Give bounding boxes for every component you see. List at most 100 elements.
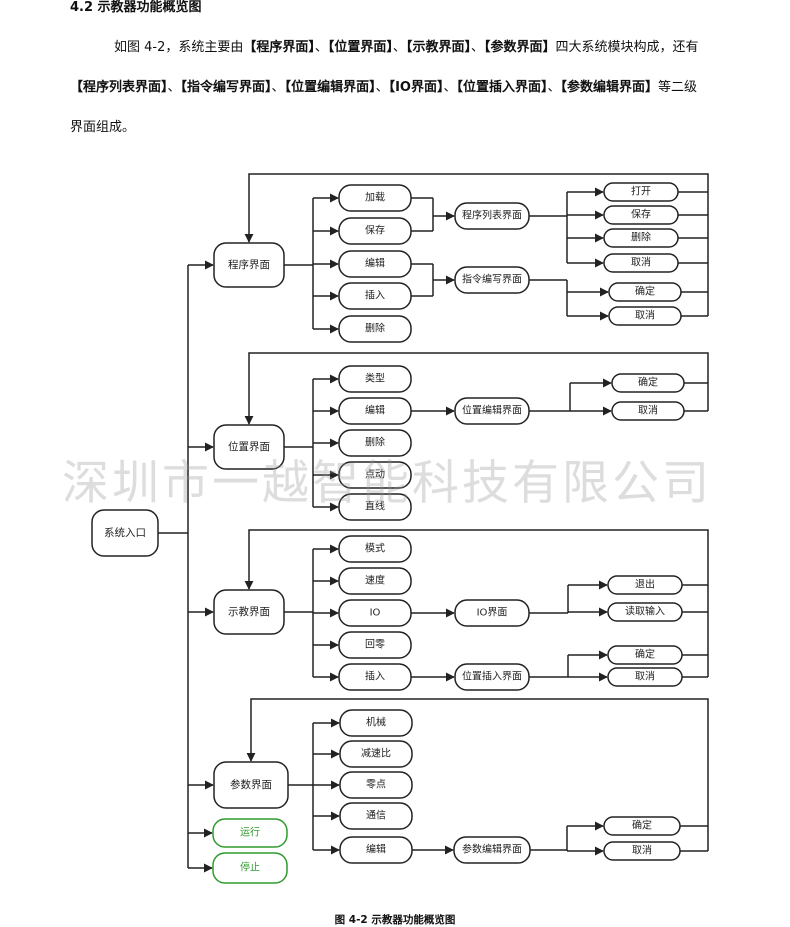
node-proglist: 程序列表界面 <box>454 202 530 230</box>
node-pos: 位置界面 <box>213 424 285 470</box>
node-label: 确定 <box>635 285 655 298</box>
module-name-bold: 【指令编写界面】 <box>180 80 272 95</box>
node-pm-ok: 确定 <box>603 816 681 836</box>
node-label: 打开 <box>631 185 651 198</box>
node-posedit: 位置编辑界面 <box>454 397 530 425</box>
node-param: 参数界面 <box>213 761 289 809</box>
node-label: 取消 <box>635 670 655 683</box>
node-cw-cancel: 取消 <box>608 306 682 326</box>
node-paramedit: 参数编辑界面 <box>453 836 531 864</box>
node-label: 回零 <box>365 639 385 651</box>
node-label: 减速比 <box>361 748 391 760</box>
node-label: 取消 <box>631 256 651 269</box>
paragraph-text: 、 <box>470 40 484 55</box>
node-pl-cancel: 取消 <box>603 253 679 273</box>
node-pe-cancel: 取消 <box>611 401 685 421</box>
node-label: 编辑 <box>365 404 385 417</box>
node-stop: 停止 <box>212 852 288 884</box>
node-pl-open: 打开 <box>603 182 679 202</box>
node-label: 退出 <box>635 578 655 591</box>
node-pos-point: 点动 <box>338 461 412 489</box>
node-entry: 系统入口 <box>91 509 159 557</box>
node-pr-zero: 零点 <box>339 771 413 799</box>
node-label: 保存 <box>365 224 385 237</box>
module-name-bold: 【示教界面】 <box>405 40 471 55</box>
node-pe-ok: 确定 <box>611 373 685 393</box>
node-label: 指令编写界面 <box>462 273 522 286</box>
node-pm-cancel: 取消 <box>603 841 681 861</box>
node-label: 删除 <box>365 322 385 335</box>
node-label: 删除 <box>631 231 651 244</box>
node-label: IO <box>370 608 381 619</box>
node-label: 位置界面 <box>228 440 270 453</box>
paragraph-text: 、 <box>375 80 389 95</box>
node-t-home: 回零 <box>338 631 412 659</box>
node-label: 通信 <box>366 810 386 822</box>
node-p-save: 保存 <box>338 217 412 245</box>
paragraph-text: 四大系统模块构成，还有 <box>555 40 699 55</box>
node-pr-mech: 机械 <box>339 709 413 737</box>
node-label: 示教界面 <box>228 605 270 618</box>
paragraph-text: 、 <box>314 40 328 55</box>
node-label: 取消 <box>635 309 655 322</box>
node-label: 插入 <box>365 670 385 683</box>
node-label: 零点 <box>366 779 386 791</box>
node-cmdwrite: 指令编写界面 <box>454 266 530 294</box>
node-pl-save: 保存 <box>603 205 679 225</box>
node-label: 程序界面 <box>228 258 270 271</box>
node-label: 速度 <box>365 574 385 587</box>
paragraph-text: 、 <box>392 40 406 55</box>
node-label: 运行 <box>240 826 260 839</box>
node-pos-line: 直线 <box>338 493 412 521</box>
node-label: 模式 <box>365 542 385 555</box>
node-t-mode: 模式 <box>338 535 412 563</box>
node-pos-edit: 编辑 <box>338 397 412 425</box>
module-name-bold: 【程序列表界面】 <box>70 80 168 95</box>
paragraph-text: 、 <box>547 80 561 95</box>
node-p-delete: 删除 <box>338 315 412 343</box>
node-label: 机械 <box>366 716 386 729</box>
paragraph-text: 、 <box>271 80 285 95</box>
node-pr-ratio: 减速比 <box>339 740 413 768</box>
node-pr-comm: 通信 <box>339 802 413 830</box>
node-cw-ok: 确定 <box>608 282 682 302</box>
node-t-insert: 插入 <box>338 663 412 691</box>
paragraph-text: 如图 4-2，系统主要由 <box>114 40 244 55</box>
node-io-read: 读取输入 <box>607 602 683 622</box>
node-label: 类型 <box>365 372 385 385</box>
node-label: 参数编辑界面 <box>462 843 522 856</box>
node-teach: 示教界面 <box>213 589 285 635</box>
node-posins: 位置插入界面 <box>454 663 530 691</box>
node-label: 编辑 <box>366 843 386 856</box>
module-name-bold: 【位置界面】 <box>327 40 393 55</box>
node-label: 位置插入界面 <box>462 670 522 683</box>
node-label: 读取输入 <box>625 605 665 618</box>
node-label: 直线 <box>365 500 385 513</box>
node-label: 保存 <box>631 208 651 221</box>
module-name-bold: 【参数编辑界面】 <box>560 80 659 95</box>
node-io: IO界面 <box>454 599 530 627</box>
paragraph-text: 、 <box>167 80 181 95</box>
node-pl-delete: 删除 <box>603 228 679 248</box>
return-arrow <box>244 529 709 677</box>
node-label: 参数界面 <box>230 778 272 791</box>
node-io-exit: 退出 <box>607 575 683 595</box>
section-heading: 4.2 示教器功能概览图 <box>70 0 202 15</box>
node-p-edit: 编辑 <box>338 250 412 278</box>
return-arrow <box>246 698 709 851</box>
paragraph-text: 、 <box>443 80 457 95</box>
node-pos-delete: 删除 <box>338 429 412 457</box>
module-name-bold: 【参数界面】 <box>483 40 556 55</box>
node-t-speed: 速度 <box>338 567 412 595</box>
node-pos-type: 类型 <box>338 365 412 393</box>
figure-caption: 图 4-2 示教器功能概览图 <box>334 914 456 926</box>
node-label: 确定 <box>638 376 658 389</box>
node-label: 停止 <box>240 861 260 874</box>
node-label: 位置编辑界面 <box>462 404 522 417</box>
node-label: 插入 <box>365 289 385 302</box>
module-name-bold: 【程序界面】 <box>243 40 315 55</box>
node-p-load: 加载 <box>338 184 412 212</box>
node-label: IO界面 <box>477 607 508 619</box>
paragraph-text: 等二级界面组成。 <box>70 80 698 135</box>
